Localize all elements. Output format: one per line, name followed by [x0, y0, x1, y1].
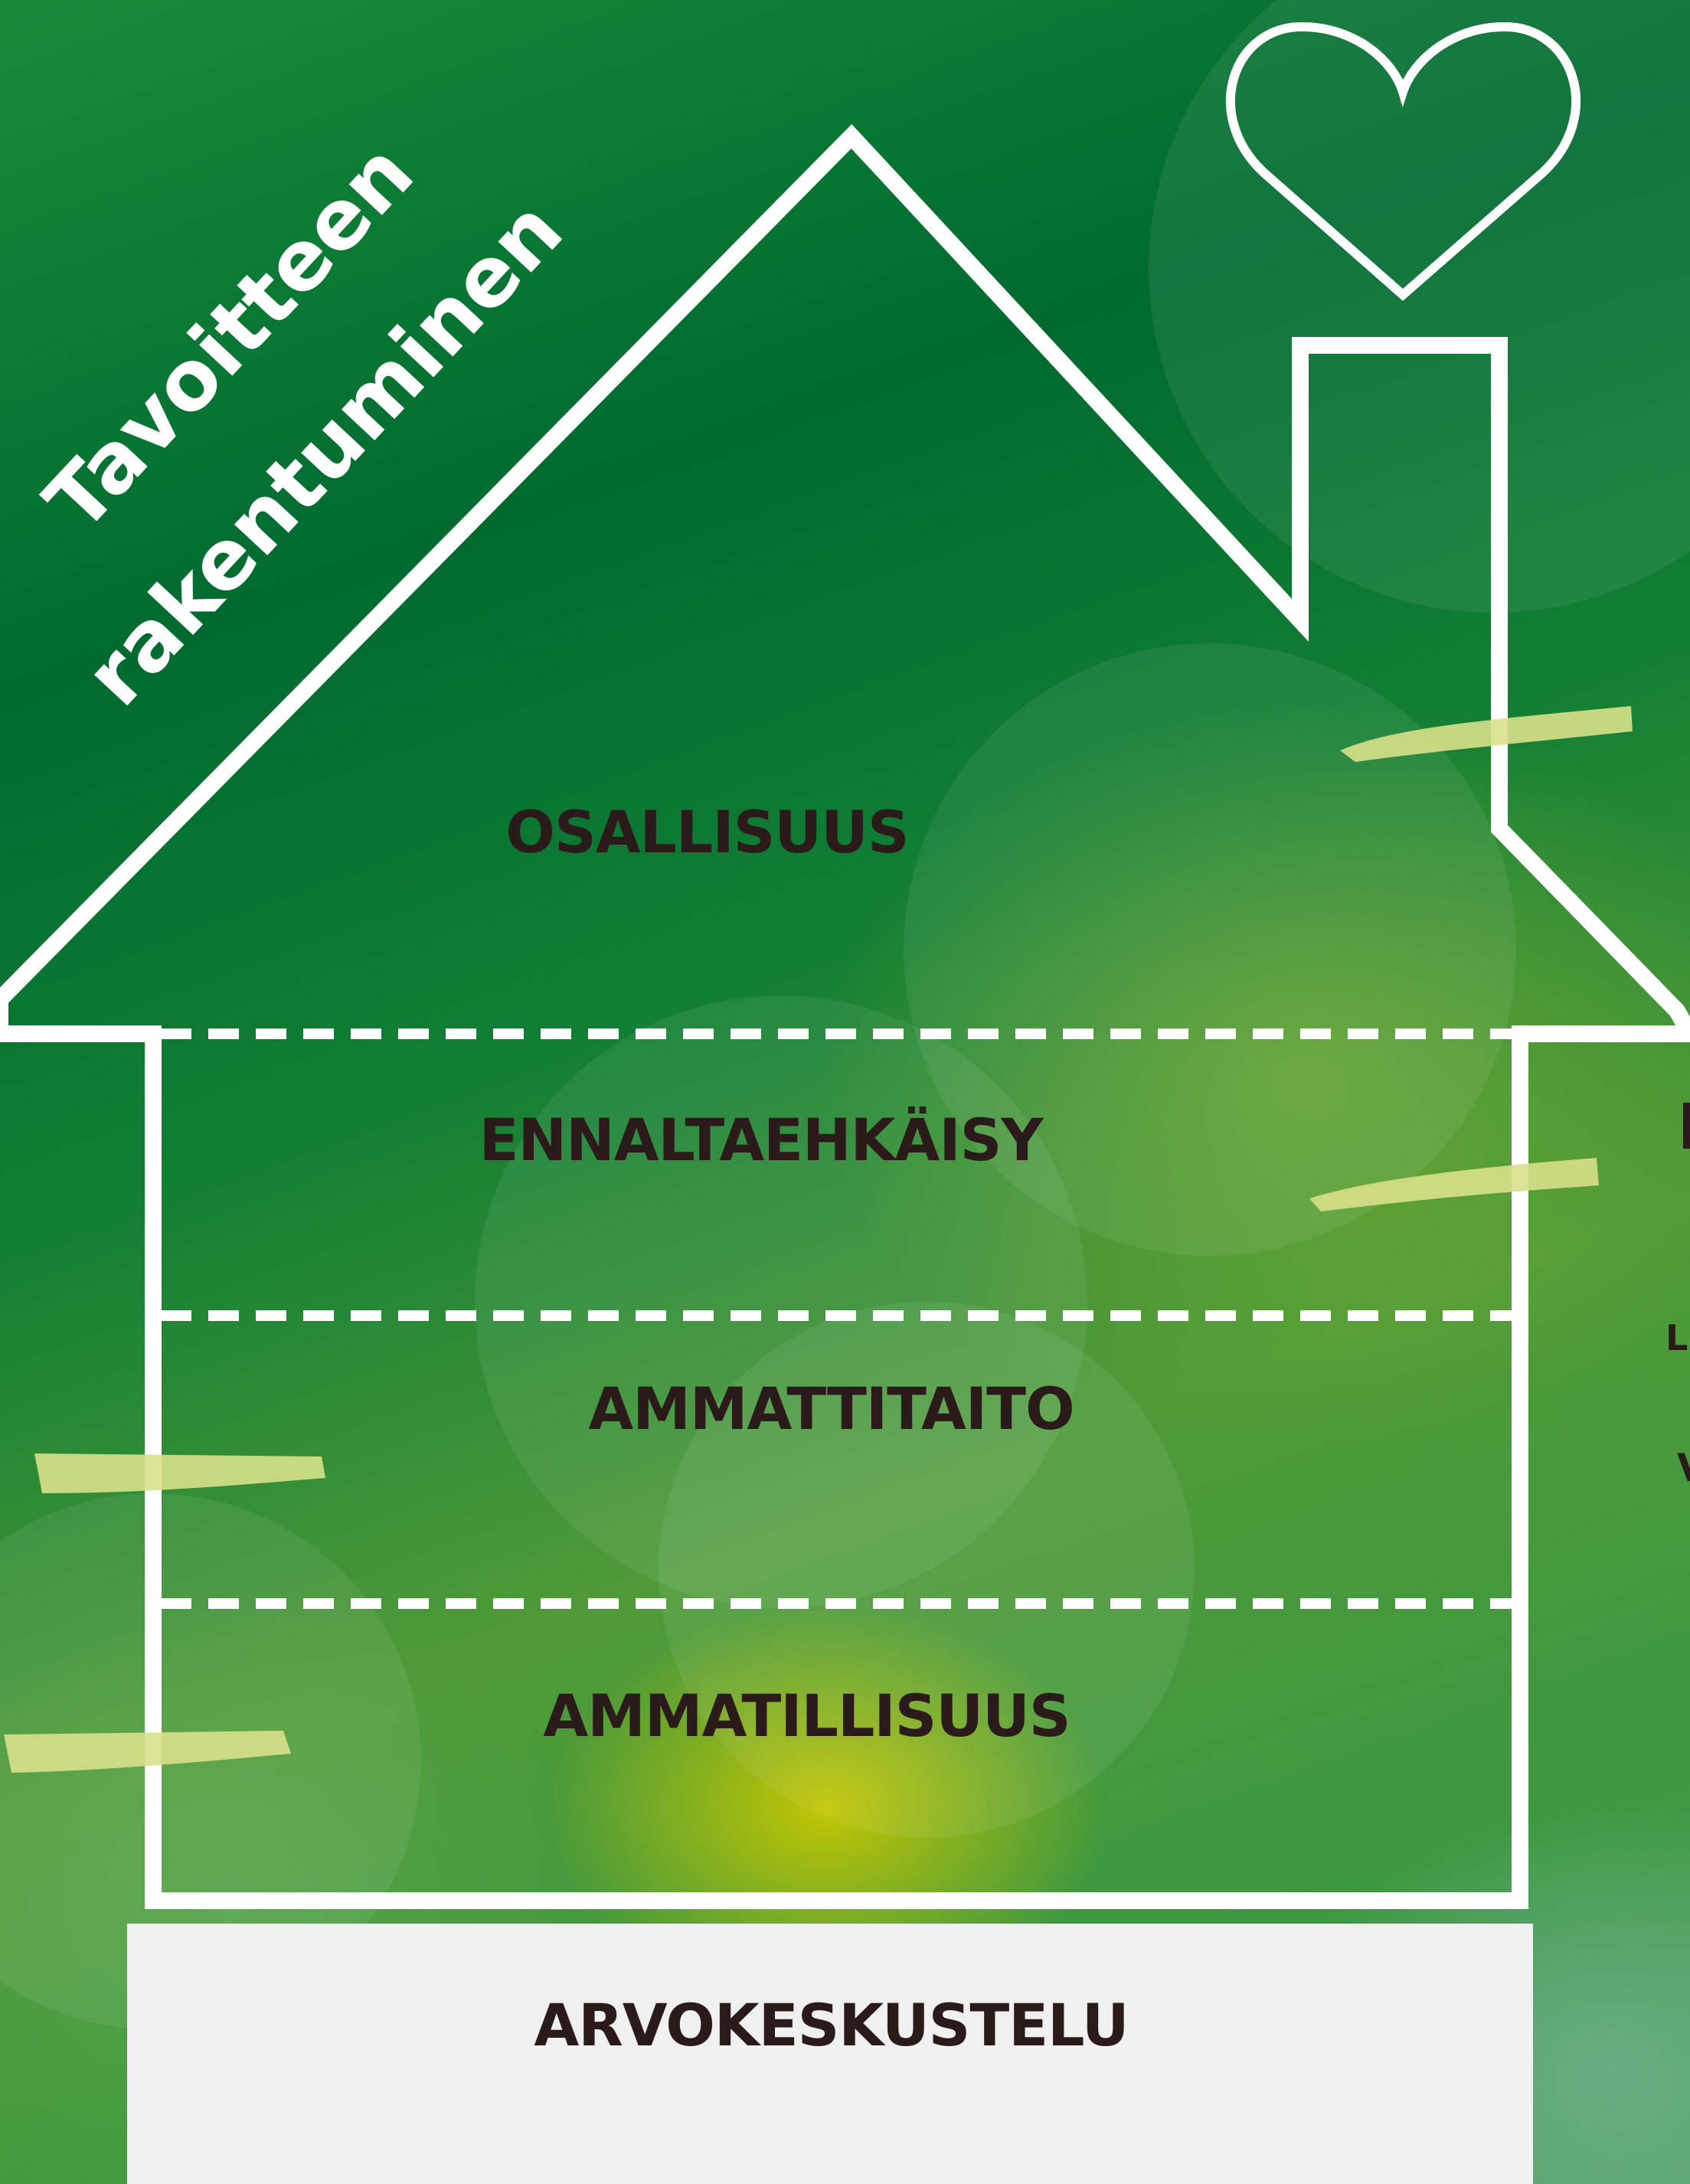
brush-stroke [1309, 1158, 1599, 1211]
brush-stroke [4, 1731, 291, 1773]
foundation-block [127, 1924, 1533, 2184]
level-roof-label: OSALLISUUS [505, 798, 909, 866]
level-3-label: ENNALTAEHKÄISY [479, 1106, 1044, 1174]
brush-stroke [34, 1453, 325, 1493]
level-2-label: AMMATTITAITO [588, 1375, 1074, 1443]
heart-icon [1225, 21, 1581, 301]
edge-text-v: V [1677, 1446, 1690, 1490]
level-1-label: AMMATILLISUUS [543, 1682, 1071, 1750]
title-block: Tavoitteen rakentuminen [28, 126, 581, 724]
foundation-label: ARVOKESKUSTELU [534, 1991, 1129, 2059]
house-roof-and-chimney [0, 124, 1690, 1909]
edge-text-cut [1683, 1103, 1690, 1149]
edge-text-l: L [1665, 1317, 1688, 1358]
bokeh-light [659, 1302, 1195, 1838]
brush-stroke [1340, 706, 1633, 762]
bokeh-light [475, 996, 1087, 1608]
